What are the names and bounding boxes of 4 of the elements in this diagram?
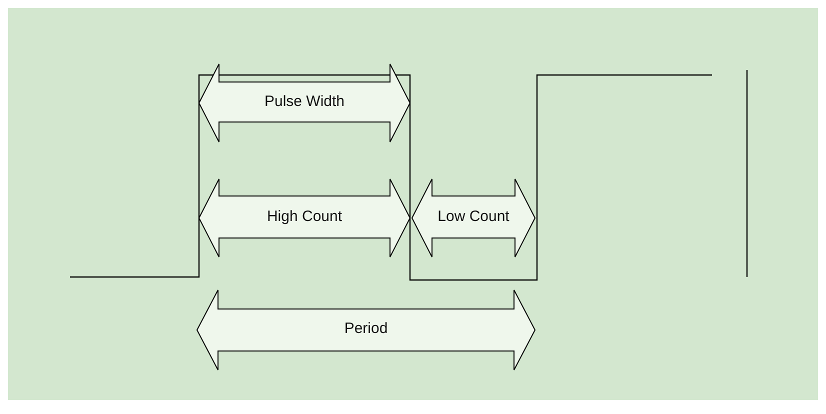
arrow-label: Period (343, 320, 389, 337)
arrow-label: Low Count (436, 208, 510, 225)
arrow-label: High Count (266, 208, 344, 225)
arrow-label: Pulse Width (263, 93, 346, 110)
